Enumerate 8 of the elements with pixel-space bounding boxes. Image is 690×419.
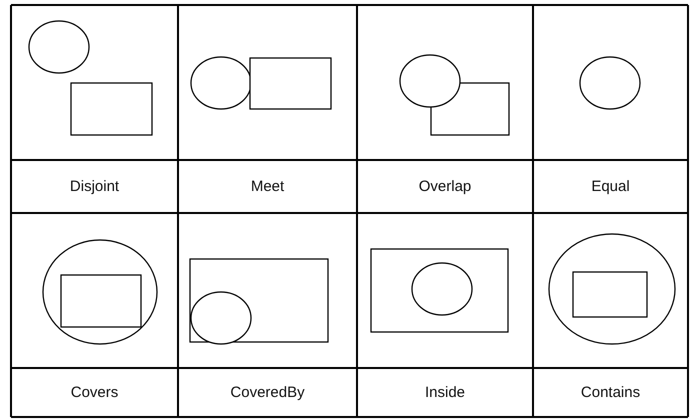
relation-label: Disjoint [70, 178, 120, 196]
relation-label: Contains [580, 384, 640, 402]
relation-label: Equal [591, 178, 630, 196]
relation-label: Overlap [418, 178, 472, 196]
relation-label: Meet [250, 178, 284, 196]
relation-label: CoveredBy [230, 384, 305, 402]
relation-label: Inside [424, 384, 466, 402]
relation-label: Covers [70, 384, 118, 402]
